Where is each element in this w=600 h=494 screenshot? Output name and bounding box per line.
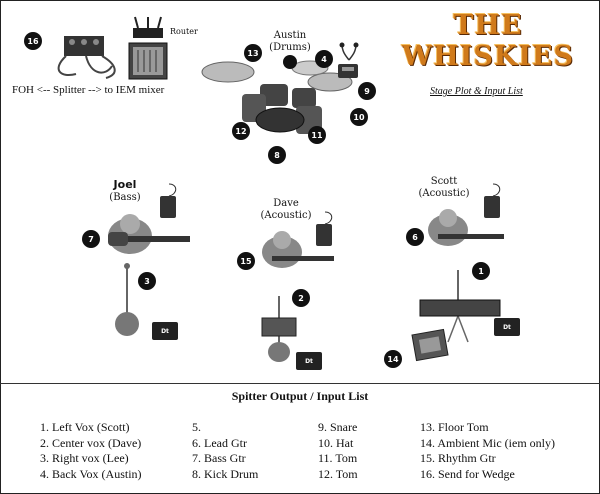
router-icon [133,16,163,38]
dave-wedge-monitor: Dt [296,352,322,370]
drum-kit-icon [201,55,353,134]
marker-14: 14 [384,350,402,368]
scott-iem-pack-icon [484,183,501,218]
dave-guitarist-figure [262,231,334,268]
input-list-item: 7. Bass Gtr [192,451,246,465]
dave-role: (Acoustic) [260,210,312,221]
input-list-item: 13. Floor Tom [420,420,489,434]
input-list-item: 12. Tom [318,466,358,481]
input-list-item: 2. Center vox (Dave) [40,435,142,450]
marker-16: 16 [24,32,42,50]
marker-15: 15 [237,252,255,270]
scott-guitarist-figure [428,209,504,246]
iem-mixer-icon [128,42,168,80]
joel-role: (Bass) [109,192,141,203]
marker-12: 12 [232,122,250,140]
input-list-column-3: 9. Snare 10. Hat 11. Tom 12. Tom [318,420,358,482]
drummer-role: (Drums) [269,42,311,53]
scott-name: Scott [430,176,458,187]
scott-mic-and-pedalboard-icon [419,270,501,343]
dave-mic-and-pedalboard-icon [261,296,297,362]
input-list-item: 9. Snare [318,420,358,434]
input-list-item: 5. [192,420,201,434]
dave-iem-pack-icon [316,211,333,246]
marker-2: 2 [292,289,310,307]
marker-8: 8 [268,146,286,164]
iem-pack-icon [338,64,358,78]
input-list-item: 11. Tom [318,451,358,465]
input-list-item: 16. Send for Wedge [420,466,515,481]
input-list-item: 4. Back Vox (Austin) [40,466,142,481]
joel-wedge-monitor: Dt [152,322,178,340]
marker-9: 9 [358,82,376,100]
scott-role: (Acoustic) [418,188,470,199]
input-list-item: 1. Left Vox (Scott) [40,420,130,434]
marker-10: 10 [350,108,368,126]
section-divider [0,383,600,384]
marker-4: 4 [315,50,333,68]
joel-name: Joel [113,178,137,191]
joel-bassist-figure [108,214,190,254]
input-list-item: 10. Hat [318,435,354,450]
input-list-item: 3. Right vox (Lee) [40,451,129,465]
splitter-snake-icon [57,36,116,79]
dave-name: Dave [273,198,299,209]
router-label: Router [170,27,198,36]
joel-mic-stand-icon [115,263,139,336]
marker-7: 7 [82,230,100,248]
input-list-item: 14. Ambient Mic (iem only) [420,435,555,450]
input-list-column-4: 13. Floor Tom 14. Ambient Mic (iem only)… [420,420,555,482]
input-list-column-1: 1. Left Vox (Scott) 2. Center vox (Dave)… [40,420,142,482]
signal-flow-text: FOH <-- Splitter --> to IEM mixer [12,84,165,96]
drummer-name: Austin [273,30,307,41]
marker-13: 13 [244,44,262,62]
input-list-item: 6. Lead Gtr [192,435,247,450]
marker-1: 1 [472,262,490,280]
input-list-item: 8. Kick Drum [192,466,259,481]
ambient-mic-amp-icon [411,328,449,362]
input-list-column-2: 5. 6. Lead Gtr 7. Bass Gtr 8. Kick Drum [192,420,258,482]
marker-6: 6 [406,228,424,246]
joel-iem-pack-icon [160,183,177,218]
scott-wedge-monitor: Dt [494,318,520,336]
page-subtitle: Stage Plot & Input List [430,86,523,97]
input-list-title: Spitter Output / Input List [231,389,369,403]
earphones-icon [339,42,359,61]
input-list-item: 15. Rhythm Gtr [420,451,496,465]
marker-11: 11 [308,126,326,144]
marker-3: 3 [138,272,156,290]
band-logo: THE WHISKIES [401,10,575,72]
